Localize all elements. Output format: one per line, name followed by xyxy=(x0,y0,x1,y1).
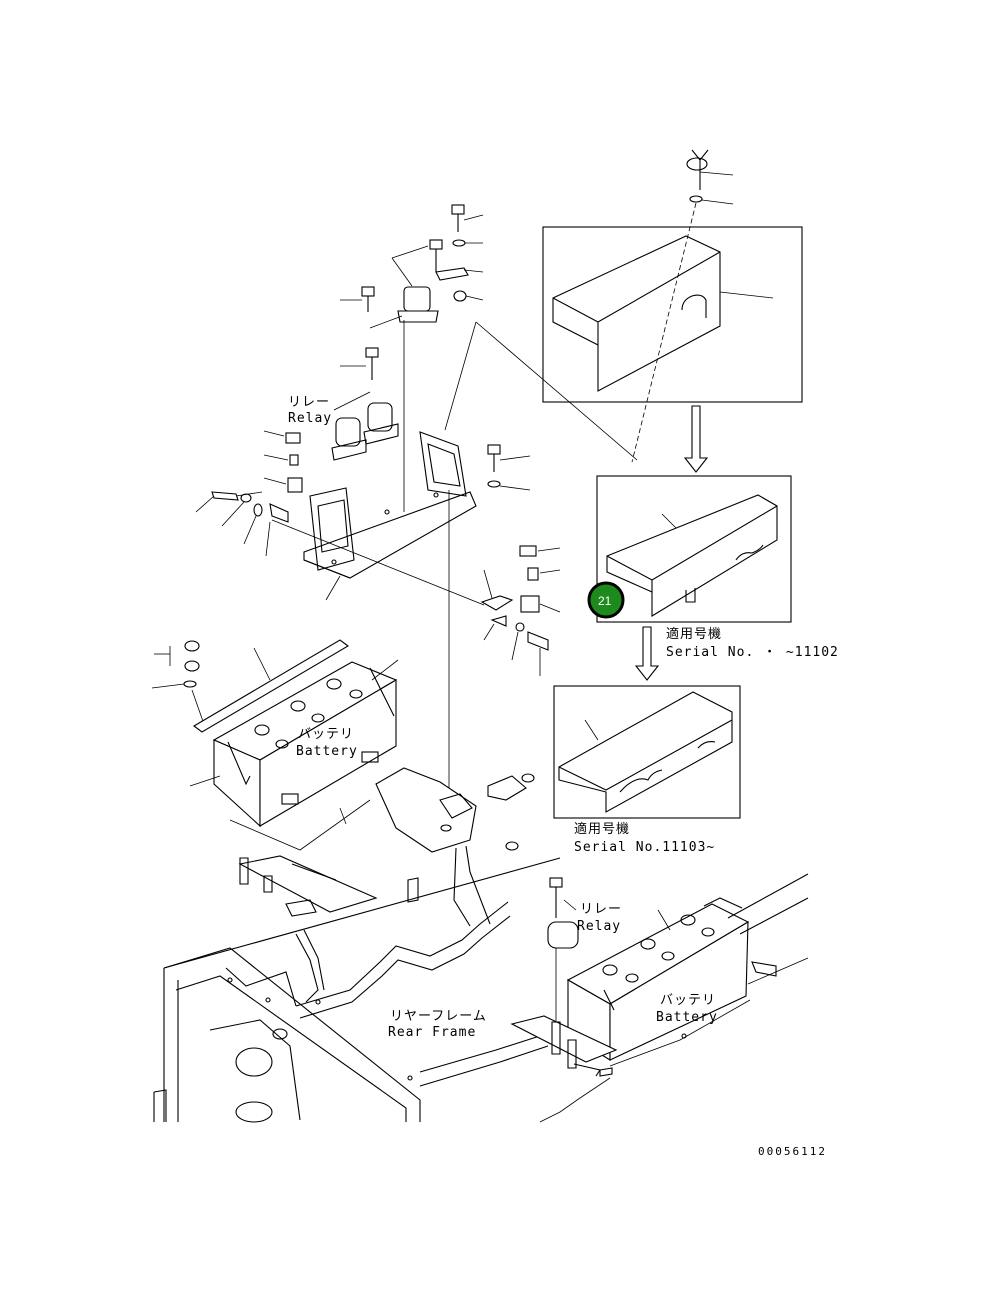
serial-label-b-en: Serial No.11103~ xyxy=(574,840,715,855)
relay-label-bottom: リレー Relay xyxy=(577,902,622,934)
battery-left-en: Battery xyxy=(296,744,358,759)
relay-pair xyxy=(331,391,399,461)
top-bolts xyxy=(340,204,484,512)
relay-bracket xyxy=(303,431,477,601)
battery-label-left: バッテリ Battery xyxy=(296,727,358,759)
drawing-number: 00056112 xyxy=(758,1145,827,1158)
battery-right xyxy=(566,873,809,1077)
relay-top-jp: リレー xyxy=(288,395,330,410)
relay-top-en: Relay xyxy=(288,411,332,426)
hold-down-bracket-right xyxy=(510,1015,618,1077)
serial-label-a: 適用号機 Serial No. ・ ~11102 xyxy=(666,626,839,660)
nut-stack-left xyxy=(151,640,207,731)
rear-frame-jp: リヤーフレーム xyxy=(390,1009,487,1024)
battery-right-jp: バッテリ xyxy=(660,993,716,1008)
right-bolt-stack xyxy=(448,444,531,800)
rear-frame xyxy=(153,845,611,1123)
cover-detail-lower xyxy=(553,685,741,819)
battery-right-en: Battery xyxy=(656,1010,718,1025)
callout-badge[interactable]: 21 xyxy=(587,581,625,619)
relay-bottom-en: Relay xyxy=(577,919,621,934)
battery-label-right: バッテリ Battery xyxy=(656,993,718,1025)
battery-left-jp: バッテリ xyxy=(298,727,354,742)
cover-detail-middle xyxy=(596,475,792,623)
right-small-parts xyxy=(480,545,561,676)
battery-left xyxy=(189,639,399,851)
hold-down-bracket xyxy=(238,855,419,917)
relay-label-top: リレー Relay xyxy=(288,395,332,426)
rear-frame-en: Rear Frame xyxy=(388,1025,476,1040)
rear-frame-label: リヤーフレーム Rear Frame xyxy=(388,1009,487,1040)
relay-bottom xyxy=(547,877,579,1030)
serial-label-a-jp: 適用号機 xyxy=(666,626,722,642)
left-small-parts xyxy=(195,430,485,606)
down-arrow-1 xyxy=(683,405,709,473)
serial-label-b-jp: 適用号機 xyxy=(574,821,630,837)
serial-label-b: 適用号機 Serial No.11103~ xyxy=(574,821,715,855)
down-arrow-2 xyxy=(634,626,660,681)
battery-tray xyxy=(375,767,535,853)
cover-detail-top xyxy=(444,149,803,463)
serial-label-a-en: Serial No. ・ ~11102 xyxy=(666,645,839,660)
relay-bottom-jp: リレー xyxy=(580,902,622,917)
callout-circle[interactable] xyxy=(587,581,625,619)
callout-number[interactable]: 21 xyxy=(598,594,612,608)
